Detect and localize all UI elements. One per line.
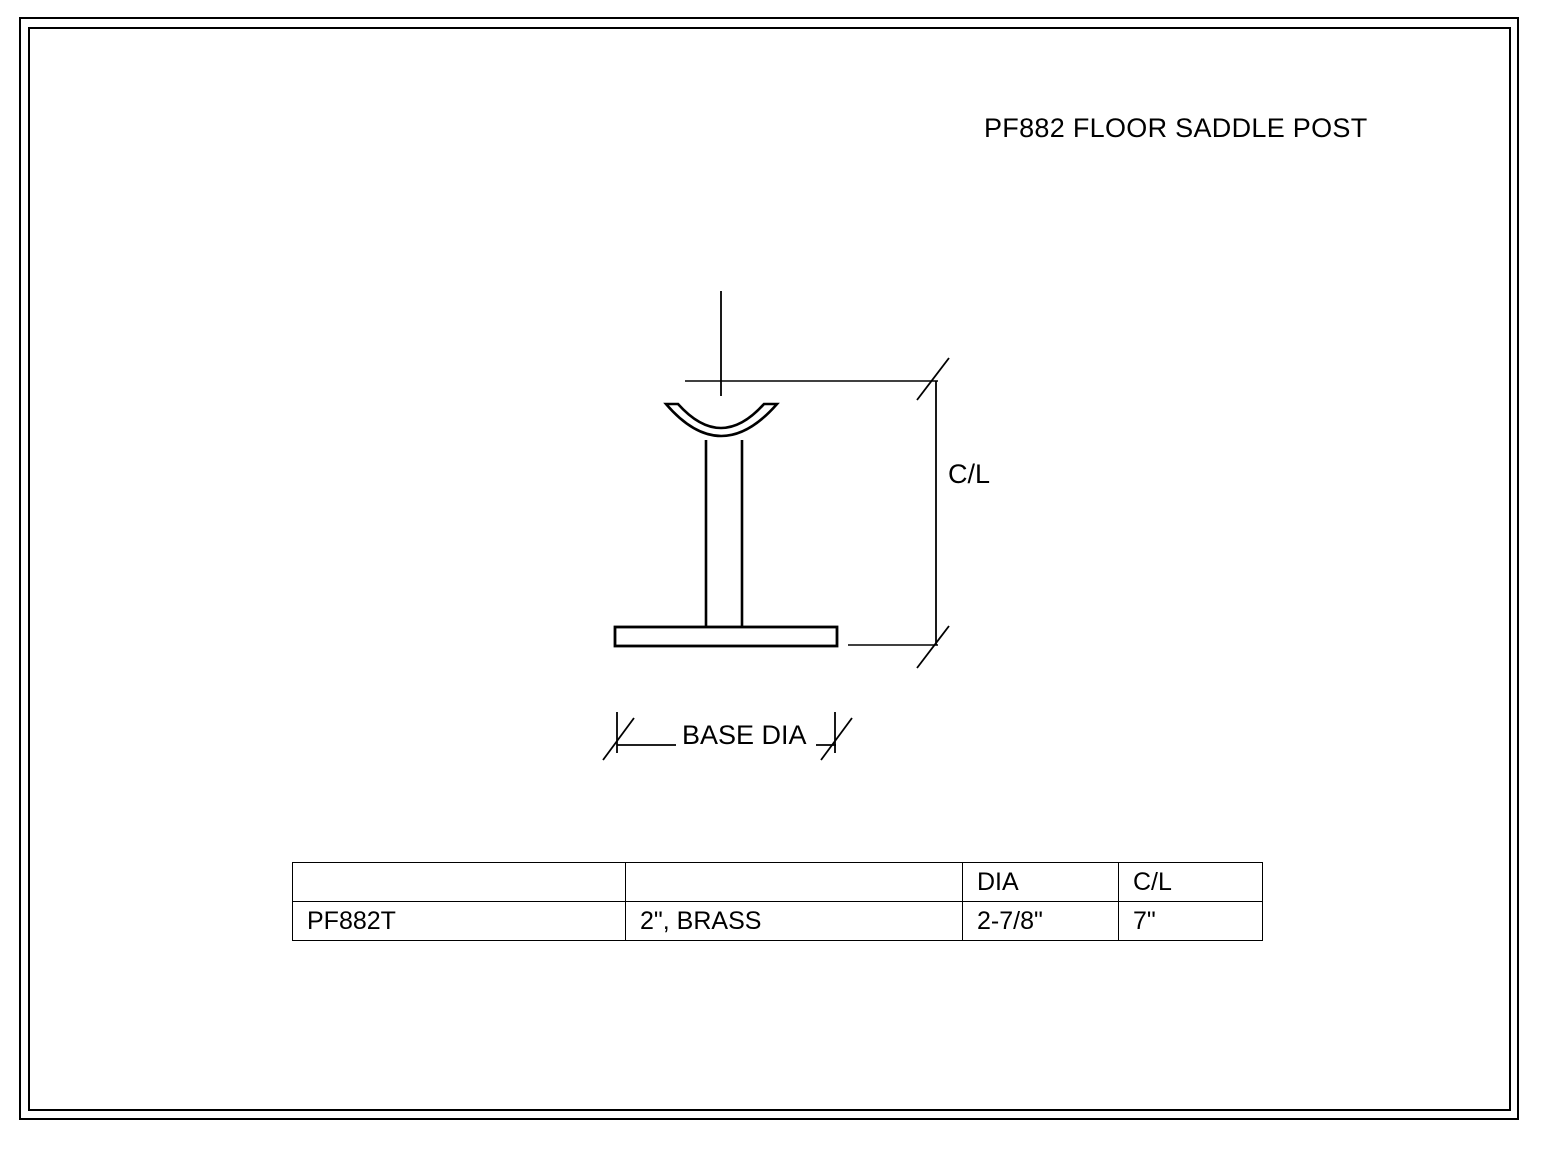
header-cl: C/L <box>1118 862 1263 902</box>
specification-table: DIA C/L PF882T 2", BRASS 2-7/8" 7" <box>292 862 1263 941</box>
header-dia: DIA <box>962 862 1119 902</box>
drawing-frame-outer <box>19 17 1519 1120</box>
page-title: PF882 FLOOR SADDLE POST <box>984 113 1368 143</box>
cell-cl: 7" <box>1118 901 1263 941</box>
drawing-frame-inner <box>28 27 1511 1111</box>
header-model <box>292 862 626 902</box>
cell-description: 2", BRASS <box>625 901 963 941</box>
cell-dia: 2-7/8" <box>962 901 1119 941</box>
header-description <box>625 862 963 902</box>
table-header-row: DIA C/L <box>292 862 1263 902</box>
cell-model: PF882T <box>292 901 626 941</box>
table-row: PF882T 2", BRASS 2-7/8" 7" <box>292 901 1263 941</box>
